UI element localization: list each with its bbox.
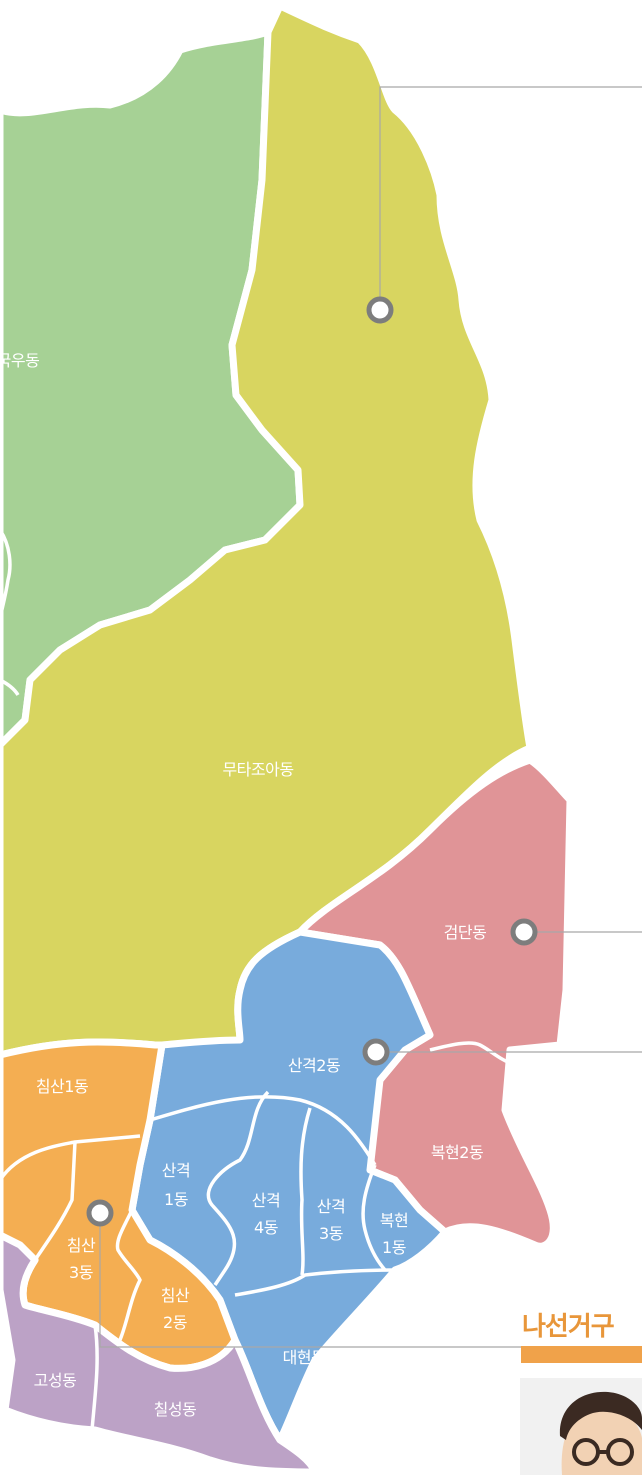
label-sangyeok1-line2: 1동 — [164, 1190, 188, 1209]
label-goseong: 고성동 — [34, 1371, 77, 1390]
label-bokhyeon1-line2: 1동 — [382, 1238, 406, 1257]
boundary-goseong-chilseong — [90, 1324, 99, 1431]
label-bokhyeon2: 복현2동 — [431, 1143, 483, 1162]
candidate-photo — [520, 1378, 642, 1475]
leader-line-1 — [379, 86, 642, 310]
label-daehyeon: 대현동 — [283, 1348, 326, 1367]
boundary-sangyeok3-bokhyeon1 — [361, 1164, 387, 1272]
label-sangyeok4-line2: 4동 — [254, 1218, 278, 1237]
location-marker-icon[interactable] — [510, 918, 538, 946]
boundary-sangyeok4-3 — [299, 1107, 312, 1276]
boundary-chimsan3-2 — [115, 1209, 142, 1341]
location-marker-icon[interactable] — [86, 1199, 114, 1227]
label-chimsan3-line1: 침산 — [67, 1236, 96, 1255]
boundary-chimsan3-west — [33, 1141, 77, 1261]
label-chimsan2-line1: 침산 — [161, 1286, 190, 1305]
label-chimsan3-line2: 3동 — [69, 1263, 93, 1282]
location-marker-icon[interactable] — [366, 296, 394, 324]
boundary-daehyeon-north — [234, 1268, 396, 1297]
leader-line-4 — [99, 1213, 642, 1348]
label-bokhyeon1-line1: 복현 — [380, 1211, 408, 1230]
label-geomdan: 검단동 — [444, 923, 487, 942]
boundary-gugu-inner — [0, 529, 12, 621]
section-title: 나선거구 — [522, 1312, 615, 1342]
label-chilseong: 칠성동 — [154, 1400, 197, 1419]
candidate-portrait-icon — [559, 1391, 642, 1475]
label-chimsan1: 침산1동 — [36, 1077, 88, 1096]
boundary-gugu-inner-2 — [0, 678, 20, 696]
boundary-sangyeok1-4 — [206, 1090, 270, 1286]
label-sangyeok3-line1: 산격 — [317, 1197, 345, 1216]
label-sangyeok1-line1: 산격 — [162, 1161, 190, 1180]
label-gugu: 국우동 — [0, 351, 39, 370]
boundary-sangyeok1-east — [149, 1095, 377, 1166]
section-title-underline — [521, 1346, 642, 1363]
location-marker-icon[interactable] — [362, 1038, 390, 1066]
label-sangyeok2: 산격2동 — [288, 1056, 340, 1075]
label-mutajoa: 무타조아동 — [222, 760, 293, 779]
label-chimsan2-line2: 2동 — [163, 1313, 187, 1332]
label-sangyeok3-line2: 3동 — [319, 1224, 343, 1243]
boundary-bokhyeon2-north — [429, 1041, 516, 1067]
region-chilseong[interactable] — [0, 1231, 319, 1475]
label-sangyeok4-line1: 산격 — [252, 1191, 280, 1210]
